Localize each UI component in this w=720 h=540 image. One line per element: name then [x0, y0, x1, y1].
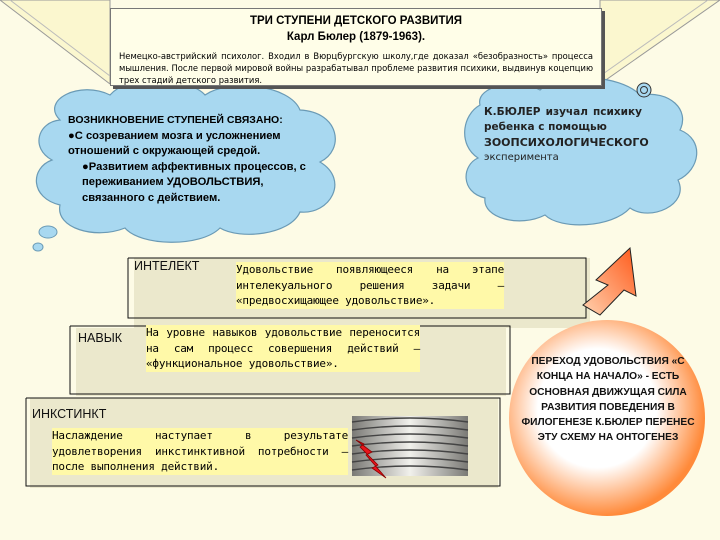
header-banner: ТРИ СТУПЕНИ ДЕТСКОГО РАЗВИТИЯ Карл Бюлер…: [110, 8, 602, 86]
step-text-intellect: Удовольствие появляющееся на этапе интел…: [236, 262, 504, 309]
lightning-bolt-icon: [355, 439, 387, 479]
cloud-right-line-3: эксперимента: [484, 152, 559, 163]
thought-cloud-left: [32, 79, 336, 252]
cloud-left-bullet-1: ●С созреванием мозга и усложнением отнош…: [68, 129, 281, 158]
glowing-ball: [509, 320, 705, 516]
cloud-right-line-1: К.БЮЛЕР изучал психику ребенка с помощью: [484, 106, 642, 133]
step-label-instinct: ИНКСТИНКТ: [32, 407, 107, 421]
cloud-left-bullet-2: ●Развитием аффективных процессов, с пере…: [82, 160, 306, 204]
corner-triangle-right: [599, 0, 720, 85]
step-label-intellect: ИНТЕЛЕКТ: [134, 259, 200, 273]
step-text-instinct: Наслаждение наступает в результате удовл…: [52, 428, 348, 475]
slide-title: ТРИ СТУПЕНИ ДЕТСКОГО РАЗВИТИЯ: [249, 15, 462, 27]
header-description: Немецко-австрийский психолог. Входил в В…: [119, 51, 593, 85]
up-arrow-icon: [582, 246, 637, 316]
slide-subtitle: Карл Бюлер (1879-1963).: [286, 31, 426, 43]
spring-coil-icon: [351, 416, 469, 476]
corner-triangle-left: [0, 0, 111, 86]
step-text-skills: На уровне навыков удовольствие переносит…: [146, 325, 420, 372]
cloud-left-heading: ВОЗНИКНОВЕНИЕ СТУПЕНЕЙ СВЯЗАНО:: [68, 114, 283, 126]
cloud-left-text: ВОЗНИКНОВЕНИЕ СТУПЕНЕЙ СВЯЗАНО: ●С созре…: [68, 113, 318, 206]
cloud-right-line-2: ЗООПСИХОЛОГИЧЕСКОГО: [484, 136, 649, 149]
step-frame-intellect: [127, 257, 587, 319]
step-frame-instinct: [25, 397, 501, 487]
cloud-right-text: К.БЮЛЕР изучал психику ребенка с помощью…: [484, 105, 649, 165]
ball-text: ПЕРЕХОД УДОВОЛЬСТВИЯ «С КОНЦА НА НАЧАЛО»…: [521, 356, 695, 444]
step-label-skills: НАВЫК: [78, 331, 123, 345]
